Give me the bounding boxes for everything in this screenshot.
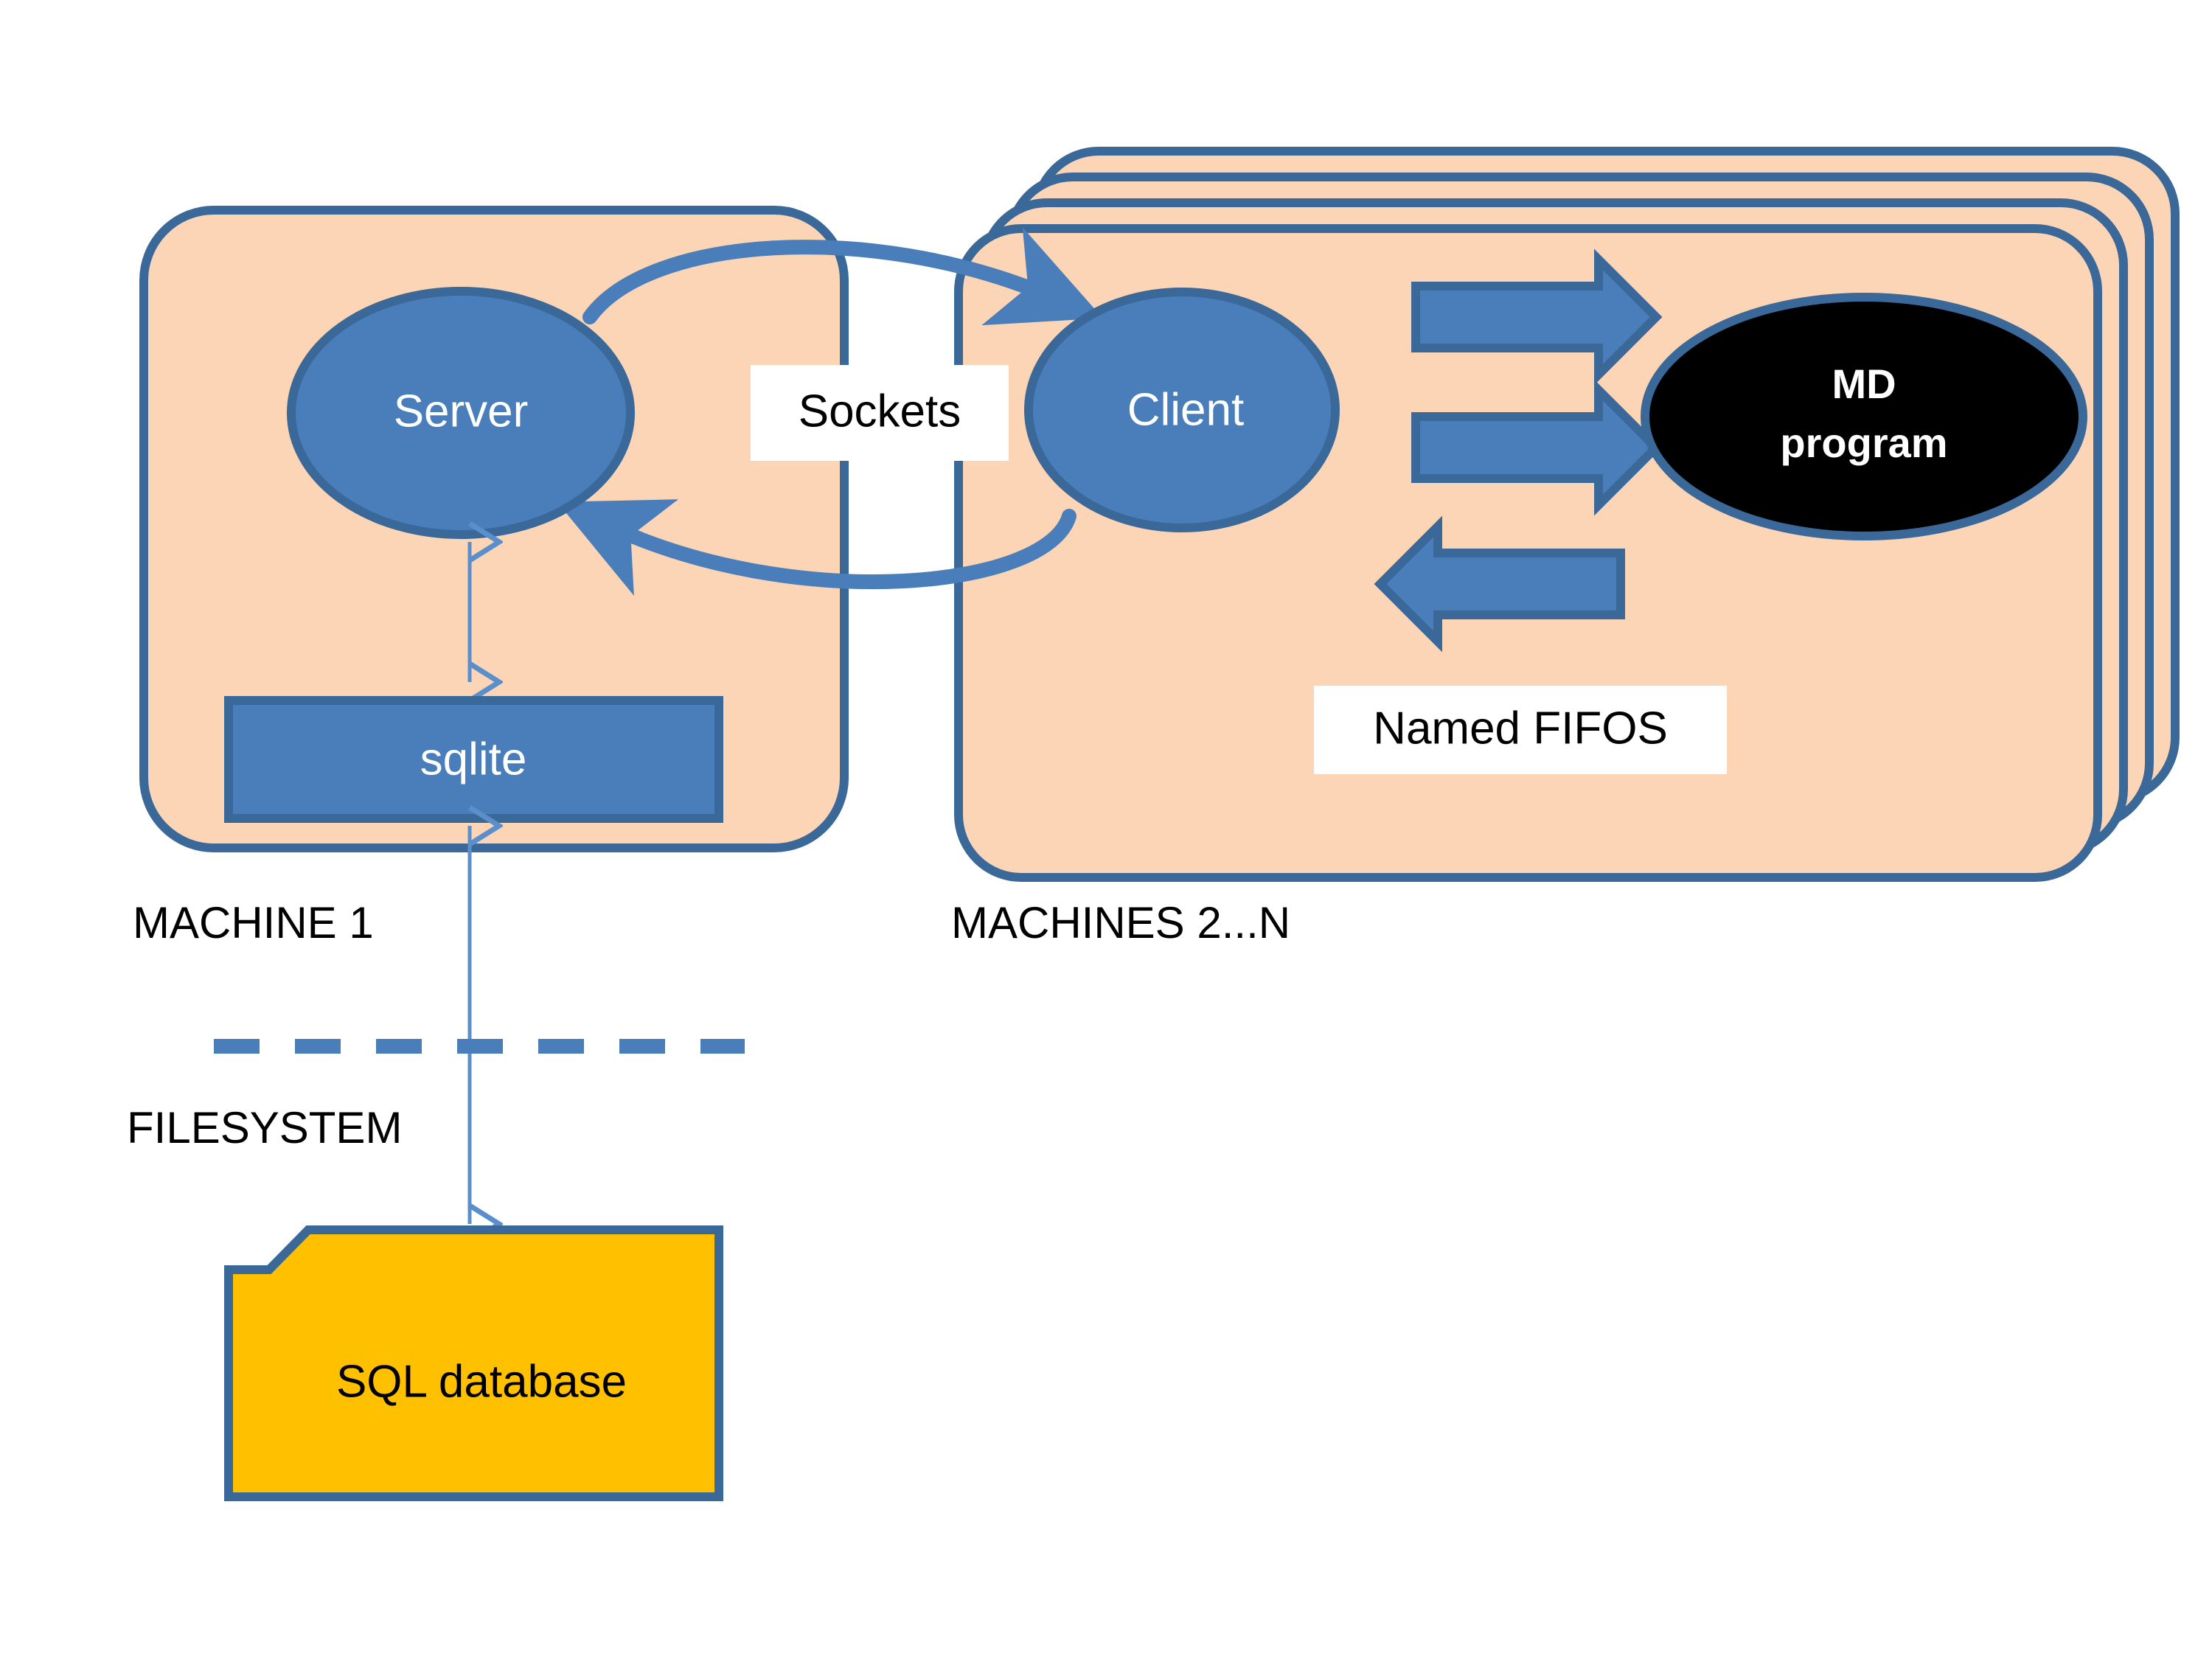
fifo-arrow-right-bottom[interactable] (1411, 379, 1663, 516)
fifo-arrow-right-top[interactable] (1411, 248, 1663, 386)
named-fifos-label-chip: Named FIFOS (1314, 686, 1727, 774)
named-fifos-label-box (1314, 686, 1727, 774)
client-label: Client (1127, 384, 1245, 435)
socket-arrow-server-to-client[interactable] (582, 227, 1103, 326)
sql-database-label: SQL database (336, 1356, 627, 1407)
md-program-node[interactable] (1641, 293, 2087, 540)
client-node[interactable] (1024, 288, 1340, 532)
named-fifo-arrows (1374, 248, 1663, 653)
filesystem-caption: FILESYSTEM (127, 1103, 402, 1152)
sql-database-node[interactable] (224, 1225, 723, 1501)
named-fifos-label: Named FIFOS (1373, 703, 1668, 754)
fifo-arrow-left[interactable] (1374, 515, 1625, 653)
sqlite-label: sqlite (420, 734, 527, 785)
server-label: Server (394, 386, 529, 437)
md-program-label-line1: MD (1832, 361, 1896, 407)
sockets-label-box (751, 365, 1009, 461)
server-node[interactable] (287, 287, 635, 539)
sqlite-node[interactable] (224, 696, 723, 823)
md-program-label-line2: program (1780, 420, 1947, 466)
sockets-label-chip: Sockets (751, 365, 1009, 461)
sockets-connector-group (557, 227, 1103, 596)
machines-2n-caption: MACHINES 2...N (951, 898, 1290, 947)
machine-1-caption: MACHINE 1 (133, 898, 374, 947)
sockets-label: Sockets (799, 386, 961, 437)
socket-arrow-client-to-server[interactable] (557, 499, 1077, 596)
